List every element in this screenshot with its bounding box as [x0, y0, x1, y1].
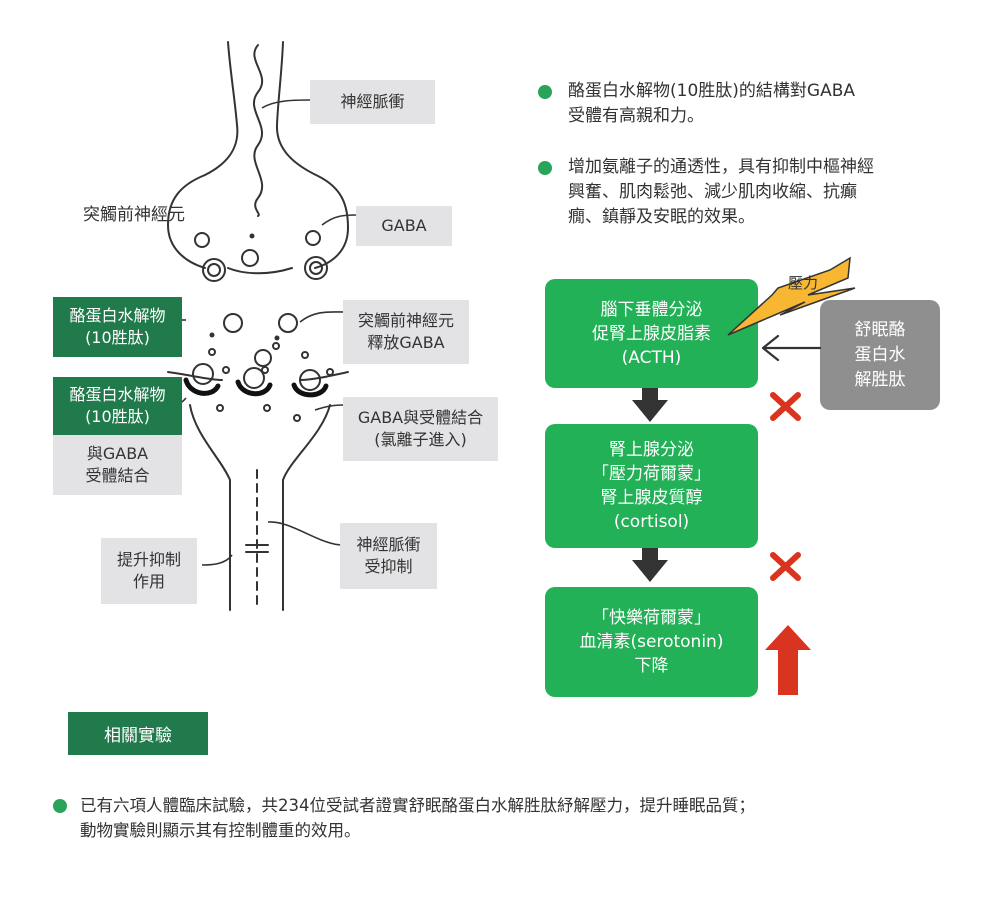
impulse-wave: [252, 44, 264, 217]
synapse-diagram: [166, 41, 357, 611]
presynaptic-bottom-edge: [227, 267, 293, 275]
receptor-cup-mid: [235, 379, 273, 397]
presynaptic-neuron-label: 突觸前神經元: [83, 205, 185, 225]
bullet-dot: [538, 161, 552, 175]
enhance-inhibition-label: 提升抑制 作用: [101, 538, 197, 604]
presynaptic-axon-outline-right: [275, 41, 350, 269]
bullet-dot: [53, 799, 67, 813]
postsynaptic-body-left: [189, 404, 231, 611]
related-experiments-title: 相關實驗: [68, 712, 208, 755]
leader-enhance: [201, 554, 233, 566]
flow-step-acth: 腦下垂體分泌 促腎上腺皮脂素 (ACTH): [545, 279, 758, 388]
leader-release: [299, 311, 346, 323]
side-box-arrow: [761, 334, 822, 362]
bullet-text-1: 酪蛋白水解物(10胜肽)的結構對GABA 受體有高親和力。: [568, 81, 855, 126]
gaba-label: GABA: [356, 206, 452, 246]
stress-label: 壓力: [788, 274, 818, 292]
flow-step-serotonin: 「快樂荷爾蒙」 血清素(serotonin) 下降: [545, 587, 758, 697]
receptor-cup-left: [183, 377, 221, 396]
postsynaptic-outline: [167, 371, 223, 381]
gaba-receptor-bind-label: 與GABA 受體結合: [53, 435, 182, 495]
presynaptic-axon-outline: [166, 41, 239, 269]
experiment-text: 已有六項人體臨床試驗，共234位受試者證實舒眠酪蛋白水解胜肽紓解壓力，提升睡眠品…: [80, 796, 755, 840]
red-up-arrow: [765, 625, 811, 695]
gaba-receptor-binding-label: GABA與受體結合 (氯離子進入): [343, 397, 498, 461]
down-arrow-2: [632, 548, 668, 582]
casein-hydrolysate-label-1: 酪蛋白水解物 (10胜肽): [53, 297, 182, 357]
leader-inhibited: [267, 521, 343, 546]
stress-lightning-icon: [727, 256, 856, 336]
flow-graphics: 壓力: [632, 256, 856, 695]
postsynaptic-body-right: [282, 404, 331, 611]
casein-peptide-box: 舒眠酪 蛋白水 解胜肽: [820, 300, 940, 410]
casein-hydrolysate-label-2: 酪蛋白水解物 (10胜肽): [53, 377, 182, 435]
nerve-impulse-label: 神經脈衝: [310, 80, 435, 124]
flow-step-cortisol: 腎上腺分泌 「壓力荷爾蒙」 腎上腺皮質醇 (cortisol): [545, 424, 758, 548]
leader-nerve-impulse: [261, 99, 311, 109]
bullet-text-2: 增加氨離子的通透性，具有抑制中樞神經 興奮、肌肉鬆弛、減少肌肉收縮、抗癲 癇、鎮…: [568, 157, 874, 227]
leader-gaba: [321, 214, 357, 226]
impulse-inhibited-label: 神經脈衝 受抑制: [340, 523, 437, 589]
receptor-cup-right: [291, 382, 329, 398]
down-arrow-1: [632, 388, 668, 422]
bullet-dot: [538, 85, 552, 99]
gaba-release-label: 突觸前神經元 釋放GABA: [343, 300, 469, 364]
